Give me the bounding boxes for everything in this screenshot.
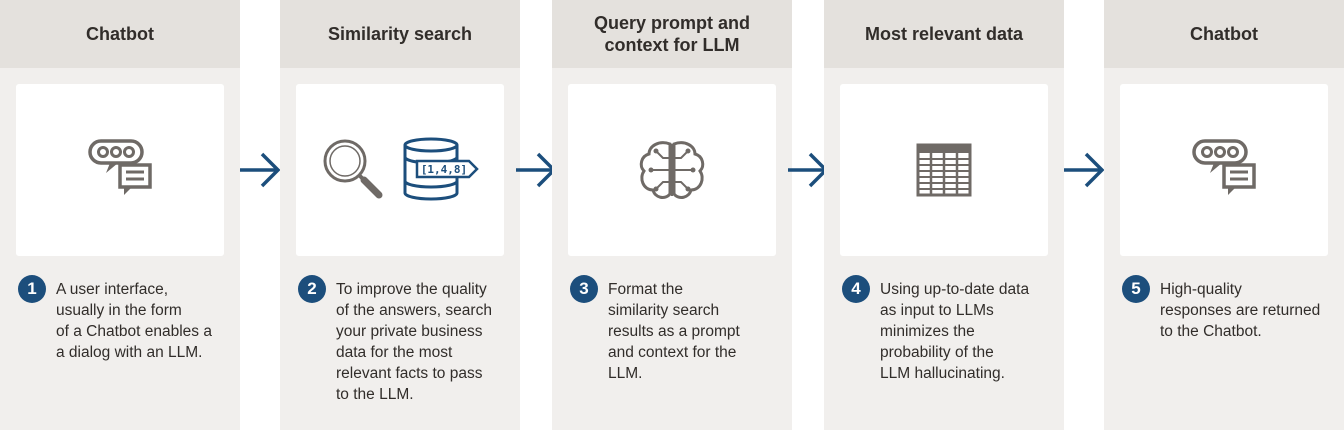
step-card-1: Chatbot 1 A user interface, usually in t…	[0, 0, 240, 430]
right-arrow-icon	[240, 152, 281, 188]
step-description: 1 A user interface, usually in the form …	[18, 275, 228, 363]
icon-panel	[840, 84, 1048, 256]
step-text: Using up-to-date data as input to LLMs m…	[880, 281, 1030, 382]
step-text: High-quality responses are returned to t…	[1160, 281, 1321, 340]
step-number-badge: 3	[570, 275, 598, 303]
icon-panel	[16, 84, 224, 256]
step-number-badge: 1	[18, 275, 46, 303]
step-number-badge: 4	[842, 275, 870, 303]
step-card-2: Similarity search [1,4,8] 2 To improve t…	[280, 0, 520, 430]
step-title: Chatbot	[0, 0, 240, 68]
step-description: 3 Format the similarity search results a…	[570, 275, 780, 384]
icon-panel	[1120, 84, 1328, 256]
step-text: A user interface, usually in the form of…	[56, 281, 212, 361]
step-text: Format the similarity search results as …	[608, 281, 740, 382]
step-title: Chatbot	[1104, 0, 1344, 68]
vector-label: [1,4,8]	[420, 162, 468, 176]
step-text: To improve the quality of the answers, s…	[336, 281, 492, 403]
step-number-badge: 2	[298, 275, 326, 303]
step-title: Similarity search	[280, 0, 520, 68]
step-card-4: Most relevant data 4 Using up-to-date da…	[824, 0, 1064, 430]
vector-database-icon: [1,4,8]	[401, 135, 481, 205]
step-description: 4 Using up-to-date data as input to LLMs…	[842, 275, 1052, 384]
step-card-5: Chatbot 5 High-quality responses are ret…	[1104, 0, 1344, 430]
icon-panel	[568, 84, 776, 256]
step-title: Query prompt and context for LLM	[552, 0, 792, 68]
step-title: Most relevant data	[824, 0, 1064, 68]
step-description: 5 High-quality responses are returned to…	[1122, 275, 1332, 342]
brain-icon	[639, 141, 705, 199]
right-arrow-icon	[1064, 152, 1105, 188]
icon-panel: [1,4,8]	[296, 84, 504, 256]
step-number-badge: 5	[1122, 275, 1150, 303]
step-card-3: Query prompt and context for LLM 3 Forma…	[552, 0, 792, 430]
step-description: 2 To improve the quality of the answers,…	[298, 275, 508, 405]
magnifier-icon	[323, 139, 383, 199]
chat-bubbles-icon	[88, 139, 152, 195]
table-grid-icon	[916, 143, 972, 197]
chat-bubbles-icon	[1192, 139, 1256, 195]
